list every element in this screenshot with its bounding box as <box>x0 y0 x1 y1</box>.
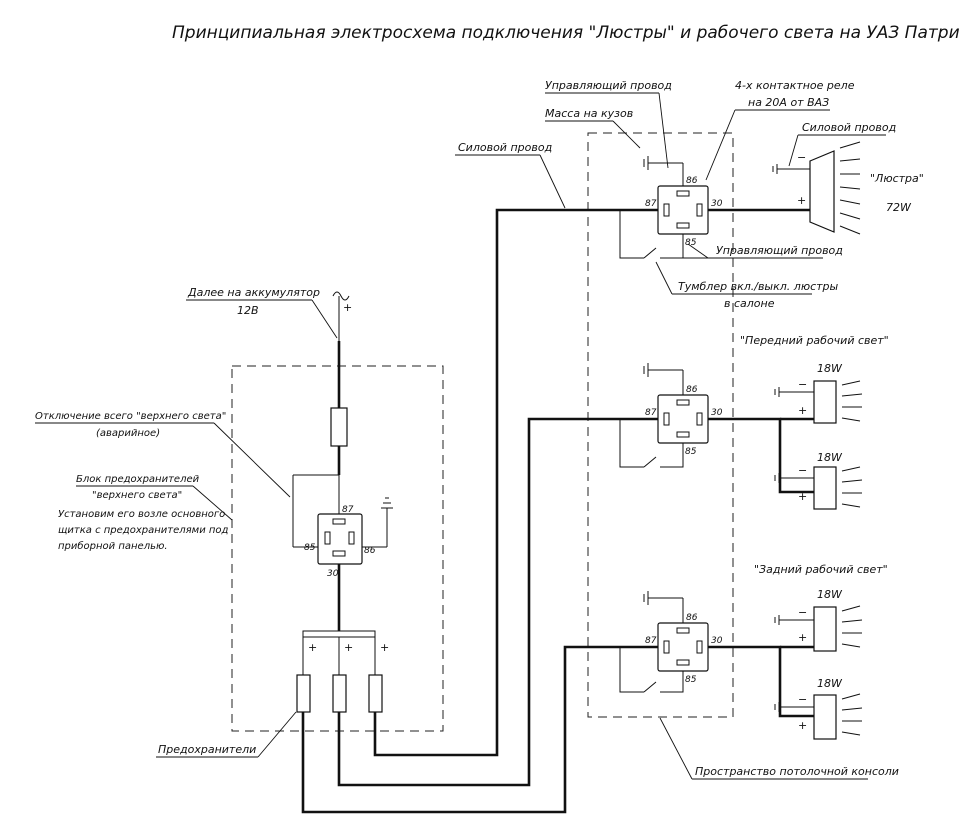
ceiling-console-enclosure <box>587 132 734 718</box>
r2-pin-86: 86 <box>686 385 698 395</box>
label-front-lamp-1-power: 18W <box>817 362 843 375</box>
front-lamps-feed <box>708 417 814 494</box>
fuse-bus: + + + <box>302 630 389 675</box>
rear-lamp-1-plus: + <box>798 631 807 644</box>
rear-lamp-2: − + <box>774 693 863 740</box>
r2-pin-30: 30 <box>711 408 723 418</box>
label-fuses: Предохранители <box>158 743 256 756</box>
chandelier-plus: + <box>797 194 806 207</box>
relay-pin-86: 86 <box>364 546 376 556</box>
label-chandelier-power: 72W <box>886 201 912 214</box>
label-rear-light: "Задний рабочий свет" <box>754 563 888 576</box>
rear-lamp-1: − + <box>774 605 863 652</box>
label-relay-desc-2: на 20А от ВАЗ <box>748 96 829 109</box>
label-ground-to-body: Масса на кузов <box>545 107 633 120</box>
r1-pin-30: 30 <box>711 199 723 209</box>
label-power-wire-main: Силовой провод <box>458 141 552 154</box>
r3-pin-86: 86 <box>686 613 698 623</box>
label-battery-1: Далее на аккумулятор <box>187 286 320 299</box>
label-emergency-2: (аварийное) <box>96 428 160 439</box>
relay-front: 86 87 30 85 <box>619 363 723 468</box>
front-lamp-1-minus: − <box>798 378 807 391</box>
front-lamp-2: − + <box>774 464 863 510</box>
chandelier-minus: − <box>797 151 806 164</box>
label-fuse-note-1: Установим его возле основного <box>58 509 225 520</box>
battery-feed: + <box>332 291 352 408</box>
chandelier-lamp: − + <box>772 141 861 235</box>
power-wire-front <box>337 417 658 787</box>
label-control-wire-right: Управляющий провод <box>716 244 843 257</box>
r3-pin-87: 87 <box>645 636 657 646</box>
emergency-relay: 87 85 86 30 <box>304 505 376 579</box>
power-wire-rear <box>301 645 658 814</box>
label-fuse-block-2: "верхнего света" <box>92 490 182 501</box>
relay-rear: 86 87 30 85 <box>619 591 723 693</box>
label-front-light: "Передний рабочий свет" <box>740 334 889 347</box>
rear-lamps-feed <box>708 645 814 718</box>
power-wire-chandelier <box>373 208 658 757</box>
label-control-wire-top: Управляющий провод <box>545 79 672 92</box>
relay-pin-30: 30 <box>327 569 339 579</box>
r1-pin-87: 87 <box>645 199 657 209</box>
r2-pin-87: 87 <box>645 408 657 418</box>
relay-chandelier: 86 87 30 85 <box>619 156 823 259</box>
r1-pin-85: 85 <box>685 238 697 248</box>
r3-pin-30: 30 <box>711 636 723 646</box>
label-rear-lamp-1-power: 18W <box>817 588 843 601</box>
fuse-3 <box>368 674 383 713</box>
fuse-block-enclosure <box>231 365 444 732</box>
r1-pin-86: 86 <box>686 176 698 186</box>
label-chandelier: "Люстра" <box>870 172 924 185</box>
relay-pin-85: 85 <box>304 543 316 553</box>
bus-plus-3: + <box>380 641 389 654</box>
label-fuse-note-2: щитка с предохранителями под <box>58 525 229 536</box>
fuse-1 <box>296 674 311 713</box>
relay-pin-87: 87 <box>342 505 354 515</box>
label-battery-2: 12В <box>237 304 259 317</box>
main-fuse <box>330 407 348 447</box>
r3-pin-85: 85 <box>685 675 697 685</box>
label-relay-desc-1: 4-х контактное реле <box>735 79 855 92</box>
label-toggle-1: Тумблер вкл./выкл. люстры <box>678 280 839 293</box>
rear-lamp-1-minus: − <box>798 606 807 619</box>
label-console-space: Пространство потолочной консоли <box>695 765 899 778</box>
front-lamp-1: − + <box>774 378 863 424</box>
diagram-title: Принципиальная электросхема подключения … <box>172 23 960 43</box>
label-fuse-block-1: Блок предохранителей <box>76 474 200 485</box>
battery-plus-sign: + <box>343 301 352 314</box>
label-fuse-note-3: приборной панелью. <box>58 540 168 552</box>
label-toggle-2: в салоне <box>724 297 775 310</box>
label-front-lamp-2-power: 18W <box>817 451 843 464</box>
fuse-2 <box>332 674 347 713</box>
r2-pin-85: 85 <box>685 447 697 457</box>
label-emergency-1: Отключение всего "верхнего света" <box>35 411 226 422</box>
rear-lamp-2-minus: − <box>798 693 807 706</box>
label-power-wire-lamp: Силовой провод <box>802 121 896 134</box>
label-rear-lamp-2-power: 18W <box>817 677 843 690</box>
front-lamp-1-plus: + <box>798 404 807 417</box>
front-lamp-2-plus: + <box>798 490 807 503</box>
bus-plus-1: + <box>308 641 317 654</box>
front-lamp-2-minus: − <box>798 464 807 477</box>
rear-lamp-2-plus: + <box>798 719 807 732</box>
bus-plus-2: + <box>344 641 353 654</box>
